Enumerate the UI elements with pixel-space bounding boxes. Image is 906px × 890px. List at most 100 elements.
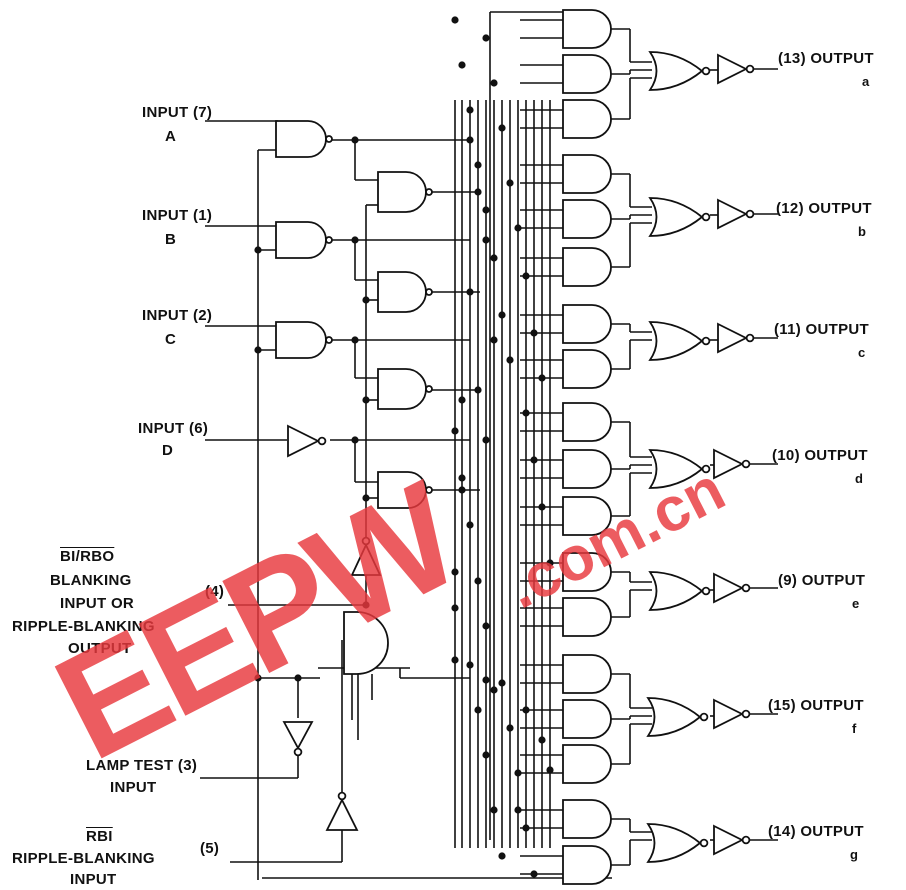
- junction-dot: [546, 559, 554, 567]
- output-nor-gate: [648, 321, 704, 361]
- decode-and-gate: [562, 304, 612, 344]
- inverter-bubble: [425, 288, 433, 296]
- output-buffer: [717, 198, 749, 230]
- junction-dot: [490, 79, 498, 87]
- junction-dot: [538, 736, 546, 744]
- decode-and-gate: [562, 247, 612, 287]
- junction-dot: [451, 656, 459, 664]
- junction-dot: [362, 396, 370, 404]
- junction-dot: [254, 674, 262, 682]
- inverter-bubble: [745, 333, 755, 343]
- inverter-bubble: [745, 209, 755, 219]
- output-nor-gate: [648, 449, 704, 489]
- output-d-label: (10) OUTPUT: [772, 447, 868, 464]
- bi-rbo-line4: OUTPUT: [68, 640, 132, 657]
- output-buffer: [713, 824, 745, 856]
- junction-dot: [490, 806, 498, 814]
- junction-dot: [514, 224, 522, 232]
- junction-dot: [538, 374, 546, 382]
- input-d-inverter: [287, 424, 321, 458]
- junction-dot: [474, 386, 482, 394]
- inverter-bubble: [425, 188, 433, 196]
- inverter-bubble: [317, 436, 327, 446]
- junction-dot: [451, 427, 459, 435]
- lamp-test-inverter: [282, 721, 314, 750]
- output-nor-gate: [646, 697, 702, 737]
- decode-and-gate: [562, 9, 612, 49]
- inverter-bubble: [741, 709, 751, 719]
- junction-dot: [466, 521, 474, 529]
- junction-dot: [522, 824, 530, 832]
- inverter-bubble: [325, 336, 333, 344]
- junction-dot: [522, 272, 530, 280]
- junction-dot: [514, 806, 522, 814]
- decode-and-gate: [562, 799, 612, 839]
- decode-and-gate: [562, 199, 612, 239]
- junction-dot: [474, 577, 482, 585]
- stage2-gate-c: [377, 368, 427, 410]
- junction-dot: [482, 206, 490, 214]
- bi-rbo-pin: (4): [205, 583, 225, 600]
- output-a-label: (13) OUTPUT: [778, 50, 874, 67]
- output-buffer: [713, 698, 745, 730]
- output-f-seg: f: [852, 721, 857, 736]
- inverter-bubble: [425, 486, 433, 494]
- input-b-title: INPUT (1): [142, 207, 213, 224]
- junction-dot: [451, 16, 459, 24]
- junction-dot: [458, 61, 466, 69]
- input-d-title: INPUT (6): [138, 420, 209, 437]
- inverter-bubble: [701, 66, 711, 76]
- stage2-gate-a: [377, 171, 427, 213]
- decode-and-gate: [562, 552, 612, 592]
- inverter-bubble: [701, 464, 711, 474]
- bi-rbo-line2: INPUT OR: [60, 595, 135, 612]
- inverter-bubble: [361, 536, 371, 546]
- output-d-seg: d: [855, 471, 863, 486]
- junction-dot: [362, 296, 370, 304]
- inverter-bubble: [293, 747, 303, 757]
- output-nor-gate: [648, 197, 704, 237]
- decode-and-gate: [562, 99, 612, 139]
- junction-dot: [362, 494, 370, 502]
- lamp-test-title: LAMP TEST (3): [86, 757, 198, 774]
- junction-dot: [458, 474, 466, 482]
- junction-dot: [474, 706, 482, 714]
- input-a-title: INPUT (7): [142, 104, 213, 121]
- inverter-bubble: [701, 212, 711, 222]
- output-c-label: (11) OUTPUT: [774, 321, 869, 338]
- junction-dot: [294, 674, 302, 682]
- junction-dot: [482, 676, 490, 684]
- junction-dot: [482, 622, 490, 630]
- junction-dot: [482, 236, 490, 244]
- decode-and-gate: [562, 654, 612, 694]
- junction-dot: [351, 436, 359, 444]
- junction-dot: [514, 769, 522, 777]
- input-b-name: B: [165, 231, 177, 248]
- junction-dot: [546, 766, 554, 774]
- junction-dot: [474, 188, 482, 196]
- inverter-bubble: [699, 838, 709, 848]
- stage2-gate-b: [377, 271, 427, 313]
- decode-and-gate: [562, 54, 612, 94]
- inverter-bubble: [741, 459, 751, 469]
- decode-and-gate: [562, 597, 612, 637]
- input-b-gate: [275, 221, 327, 259]
- output-buffer: [717, 322, 749, 354]
- junction-dot: [451, 568, 459, 576]
- output-a-seg: a: [862, 74, 870, 89]
- junction-dot: [506, 179, 514, 187]
- decode-and-gate: [562, 699, 612, 739]
- junction-dot: [482, 436, 490, 444]
- inverter-bubble: [325, 135, 333, 143]
- bi-rbo-title: BI/RBO: [60, 548, 115, 565]
- junction-dot: [458, 486, 466, 494]
- decode-and-gate: [562, 744, 612, 784]
- output-buffer: [717, 53, 749, 85]
- output-nor-gate: [648, 51, 704, 91]
- decode-and-gate: [562, 449, 612, 489]
- output-g-label: (14) OUTPUT: [768, 823, 864, 840]
- junction-dot: [506, 724, 514, 732]
- output-e-label: (9) OUTPUT: [778, 572, 866, 589]
- blanking-buffer: [350, 542, 382, 576]
